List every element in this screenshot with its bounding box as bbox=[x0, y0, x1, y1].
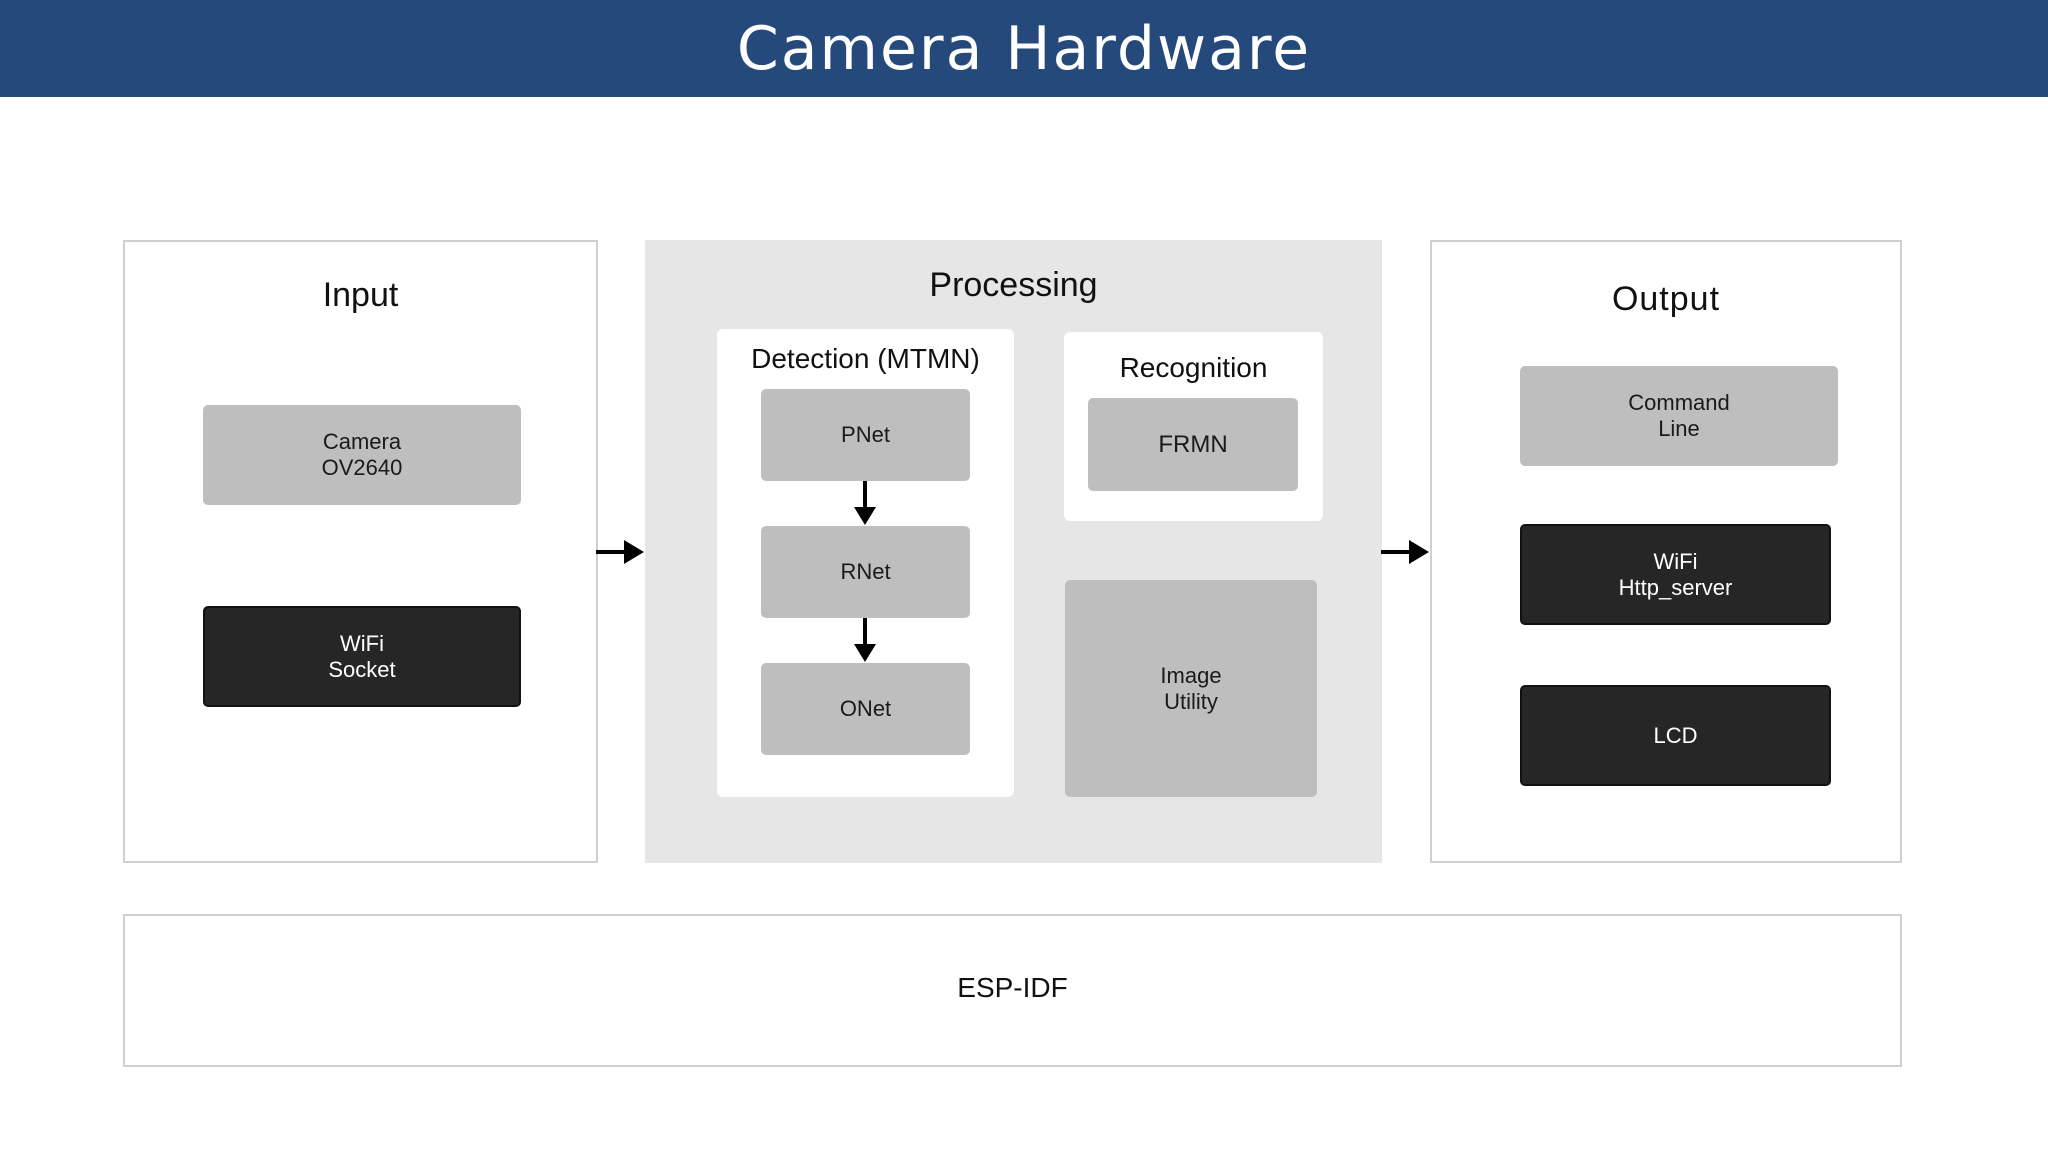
processing-panel: Processing Detection (MTMN) PNet RNet ON… bbox=[645, 240, 1382, 863]
command-line-box: Command Line bbox=[1520, 366, 1838, 466]
input-title: Input bbox=[322, 276, 399, 314]
output-title: Output bbox=[1611, 280, 1721, 318]
output-panel: Output Command Line WiFi Http_server LCD bbox=[1430, 240, 1902, 863]
camera-ov2640-box: Camera OV2640 bbox=[203, 405, 521, 505]
detection-title: Detection (MTMN) bbox=[751, 343, 980, 374]
arrow-rnet-to-onet bbox=[854, 618, 876, 662]
input-panel: Input Camera OV2640 WiFi Socket bbox=[123, 240, 598, 863]
arrow-input-to-processing bbox=[596, 540, 644, 564]
arrow-processing-to-output bbox=[1381, 540, 1429, 564]
rnet-box: RNet bbox=[761, 526, 970, 618]
lcd-box: LCD bbox=[1520, 685, 1831, 786]
header-bar: Camera Hardware bbox=[0, 0, 2048, 97]
processing-title: Processing bbox=[929, 266, 1098, 304]
esp-idf-label: ESP-IDF bbox=[957, 972, 1068, 1003]
page-title: Camera Hardware bbox=[736, 13, 1312, 84]
detection-panel: Detection (MTMN) PNet RNet ONet bbox=[717, 329, 1014, 797]
arrow-pnet-to-rnet bbox=[854, 481, 876, 525]
frmn-box: FRMN bbox=[1088, 398, 1298, 491]
pnet-box: PNet bbox=[761, 389, 970, 481]
wifi-socket-box: WiFi Socket bbox=[203, 606, 521, 707]
esp-idf-panel: ESP-IDF bbox=[123, 914, 1902, 1067]
recognition-title: Recognition bbox=[1119, 352, 1268, 383]
image-utility-box: Image Utility bbox=[1065, 580, 1317, 797]
onet-box: ONet bbox=[761, 663, 970, 755]
recognition-panel: Recognition FRMN bbox=[1064, 332, 1323, 521]
wifi-http-server-box: WiFi Http_server bbox=[1520, 524, 1831, 625]
